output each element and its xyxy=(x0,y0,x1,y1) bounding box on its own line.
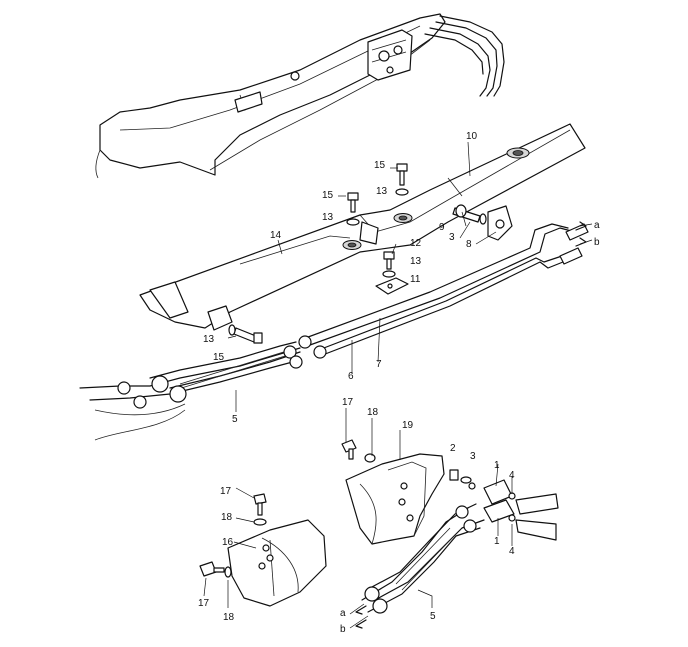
bracket-8 xyxy=(487,205,513,241)
callout-15-left: 15 xyxy=(322,190,334,201)
bolt-17-top xyxy=(341,439,376,463)
bolt-15-right xyxy=(395,163,409,196)
bolt-12 xyxy=(382,251,396,278)
boom-arm xyxy=(95,13,446,179)
callout-4-top: 4 xyxy=(509,470,515,481)
boom-guard-plate xyxy=(139,123,586,331)
callout-3-bottom: 3 xyxy=(470,451,476,462)
callout-b-bottom: b xyxy=(340,624,346,635)
callout-7: 7 xyxy=(376,359,382,370)
callout-13-left: 13 xyxy=(322,212,334,223)
bolt-17-left-bottom xyxy=(199,561,232,578)
callout-16: 16 xyxy=(222,537,234,548)
callout-1-bottom: 1 xyxy=(494,536,500,547)
callout-labels: 10 15 13 15 13 9 3 8 a b 14 12 13 11 13 … xyxy=(198,131,600,635)
callout-6: 6 xyxy=(348,371,354,382)
guard-16 xyxy=(227,519,327,607)
callout-9: 9 xyxy=(439,222,445,233)
tubes-6-7 xyxy=(298,223,589,359)
callout-2: 2 xyxy=(450,443,456,454)
bolt-15-left xyxy=(346,192,360,226)
callout-13-mid: 13 xyxy=(410,256,422,267)
bolt-9 xyxy=(452,204,487,225)
callout-3-top: 3 xyxy=(449,232,455,243)
fitting-2-3 xyxy=(449,469,476,490)
cylinder-bracket xyxy=(367,29,413,81)
callout-5-lower: 5 xyxy=(430,611,436,622)
callout-1-top: 1 xyxy=(494,460,500,471)
hoses-5-upper xyxy=(79,341,303,409)
bolt-17-left-top xyxy=(253,493,267,526)
hoses-5-lower xyxy=(361,503,485,614)
callout-18-left-bottom: 18 xyxy=(223,612,235,623)
callout-18-top: 18 xyxy=(367,407,379,418)
bolt-15-lower xyxy=(228,324,263,344)
callout-18-left-top: 18 xyxy=(221,512,233,523)
callout-14: 14 xyxy=(270,230,282,241)
callout-4-bottom: 4 xyxy=(509,546,515,557)
leader-lines xyxy=(203,141,593,629)
callout-15-lower: 15 xyxy=(213,352,225,363)
callout-17-left-top: 17 xyxy=(220,486,232,497)
callout-15-right: 15 xyxy=(374,160,386,171)
callout-5-upper: 5 xyxy=(232,414,238,425)
callout-11: 11 xyxy=(410,274,421,285)
callout-a-bottom: a xyxy=(340,608,346,619)
callout-13-right: 13 xyxy=(376,186,388,197)
guard-19 xyxy=(345,453,445,545)
callout-17-left-bottom: 17 xyxy=(198,598,210,609)
callout-a-top: a xyxy=(594,220,600,231)
callout-10: 10 xyxy=(466,131,478,142)
callout-17-top: 17 xyxy=(342,397,354,408)
callout-19: 19 xyxy=(402,420,414,431)
callout-b-top: b xyxy=(594,237,600,248)
callout-8: 8 xyxy=(466,239,472,250)
callout-12: 12 xyxy=(410,238,422,249)
lower-body-outline xyxy=(94,403,186,441)
fittings-1-4 xyxy=(483,479,559,541)
flow-arrows xyxy=(355,221,587,629)
clamp-11 xyxy=(375,277,409,295)
upper-pipes xyxy=(424,15,505,97)
callout-13-lower: 13 xyxy=(203,334,215,345)
